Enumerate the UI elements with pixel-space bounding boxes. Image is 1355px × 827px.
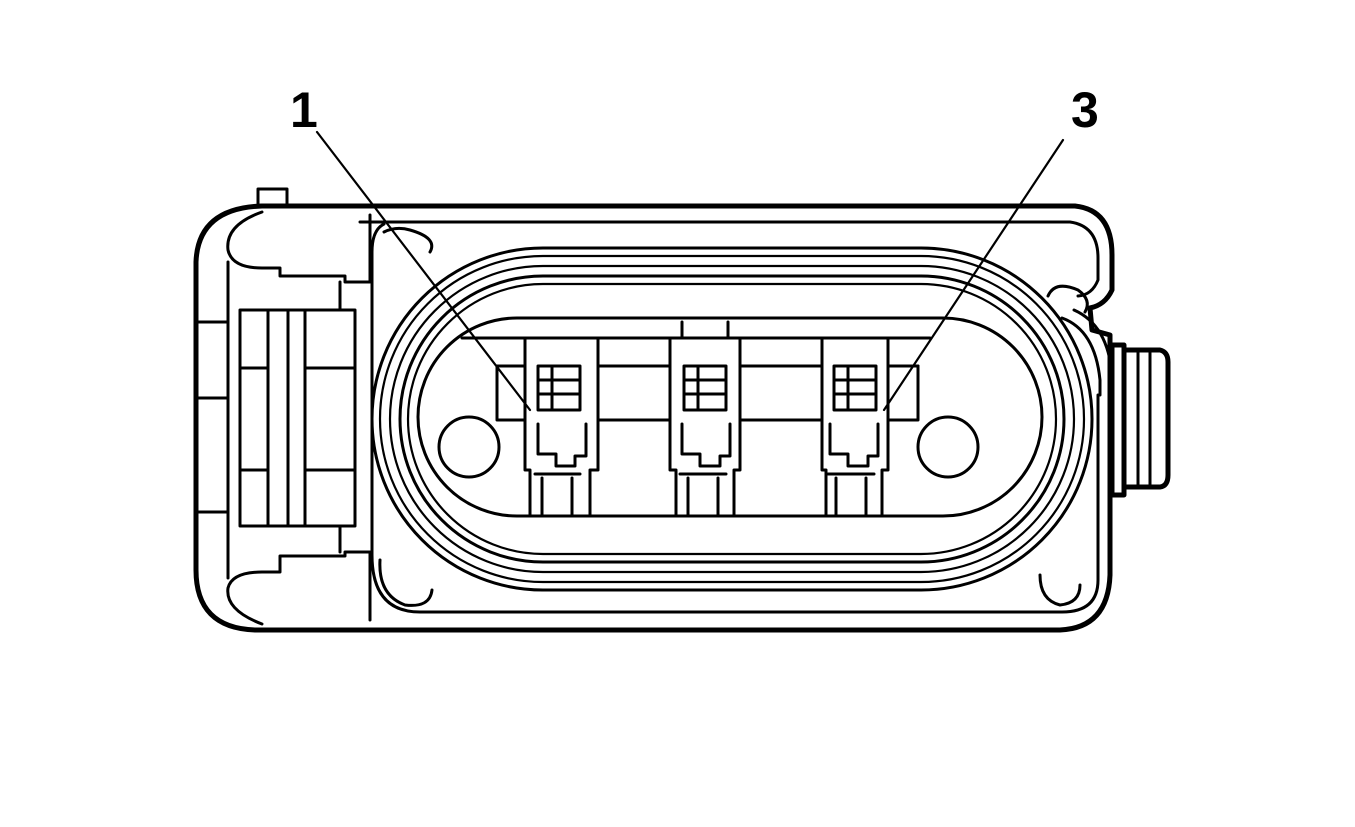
corner-bosses <box>378 226 1089 607</box>
right-alignment-hole <box>916 415 980 479</box>
seal-rings <box>370 246 1094 592</box>
alignment-holes <box>437 415 980 479</box>
callout-label-1: 1 <box>290 82 318 138</box>
left-alignment-hole <box>437 415 501 479</box>
terminal-1 <box>523 336 600 518</box>
leader-line-3 <box>882 138 1065 412</box>
terminal-3 <box>820 336 890 518</box>
connector-housing <box>193 187 1115 633</box>
cable-exit <box>1060 308 1171 498</box>
terminal-2 <box>668 336 742 518</box>
callout-leaders <box>315 130 1065 412</box>
terminal-block <box>460 320 932 422</box>
leader-line-1 <box>315 130 532 412</box>
latch <box>194 210 372 626</box>
callout-label-3: 3 <box>1071 82 1099 138</box>
